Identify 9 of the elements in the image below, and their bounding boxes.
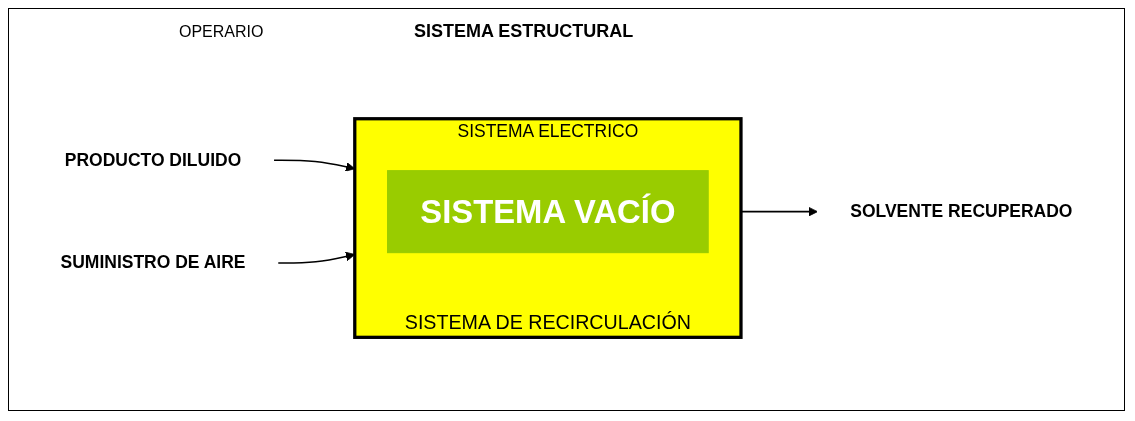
subsystem-label: SISTEMA DE RECIRCULACIÓN [404, 310, 691, 333]
node-text: SOLVENTE RECUPERADO [850, 201, 1073, 221]
node-text: SUMINISTRO DE AIRE [60, 253, 246, 272]
diagram-border: OPERARIO SISTEMA ESTRUCTURAL SISTEMA ELECTRICO SISTEMA VACÍO SISTEMA DE RECIRCULACIÓN PRODUCTO DILUIDO SOLVENTE RECUPERADO SUMINISTRO DE AIRE [8, 8, 1125, 411]
cluster [353, 117, 743, 339]
label-text: OPERARIO [179, 23, 264, 41]
diagram-title: SISTEMA ESTRUCTURAL [414, 21, 634, 42]
node-text: PRODUCTO DILUIDO [64, 150, 242, 169]
node-box [387, 170, 709, 254]
